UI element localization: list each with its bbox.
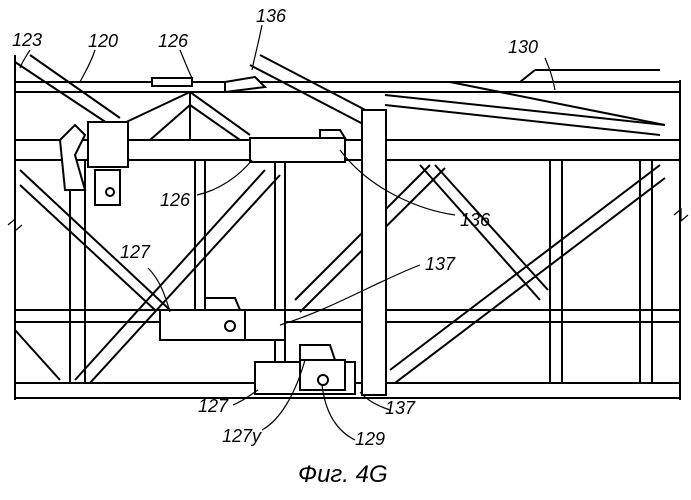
label-136-mid: 136 [460,210,491,230]
label-127-upper: 127 [120,242,151,262]
label-120: 120 [88,31,118,51]
label-127-lower: 127 [198,396,229,416]
label-127y: 127y [222,426,262,446]
label-123: 123 [12,30,42,50]
label-129: 129 [355,429,385,449]
label-126-top: 126 [158,31,189,51]
label-136-top: 136 [256,6,287,26]
figure-caption: Фиг. 4G [298,461,388,488]
label-137-upper: 137 [425,254,456,274]
frame-lines [8,55,688,400]
label-130: 130 [508,37,538,57]
label-126-mid: 126 [160,190,191,210]
label-137-lower: 137 [385,398,416,418]
